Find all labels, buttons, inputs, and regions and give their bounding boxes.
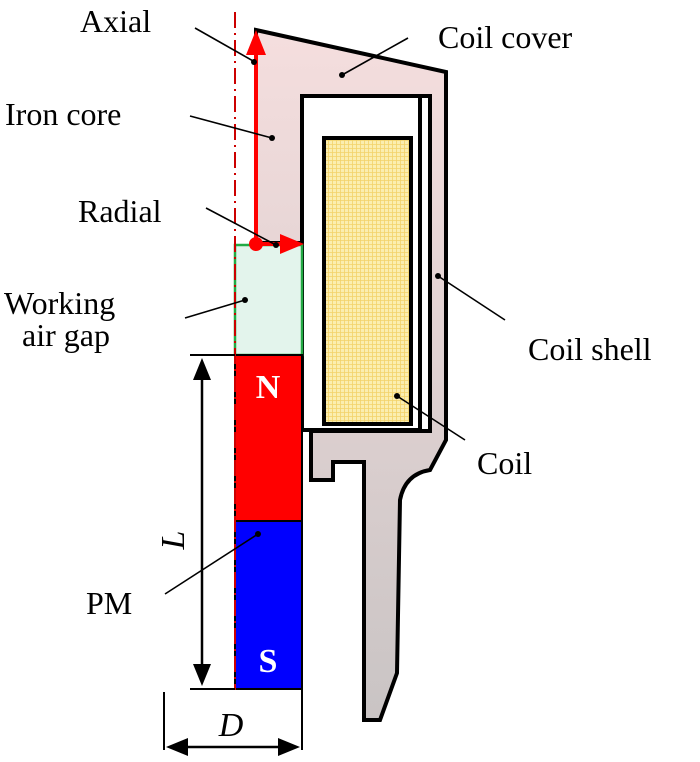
leader-coil: [396, 395, 466, 441]
leader-iron-core: [189, 115, 273, 139]
radial-arrow: [249, 234, 304, 254]
label-coil-cover: Coil cover: [438, 19, 573, 55]
label-working: Working: [4, 285, 115, 321]
leader-dot-coil: [394, 393, 400, 399]
leader-dot-axial: [251, 59, 257, 65]
dimension-d-label: D: [218, 707, 244, 744]
leader-dot-iron-core: [269, 135, 275, 141]
label-coil-shell: Coil shell: [528, 331, 652, 367]
iron-body: [254, 27, 448, 722]
leader-dot-radial: [273, 242, 279, 248]
north-pole-label: N: [256, 369, 281, 406]
pm-north-pole: [234, 354, 303, 522]
leader-coil-shell: [437, 275, 506, 321]
dimension-l-label: L: [155, 531, 192, 551]
leader-dot-coil-shell: [435, 273, 441, 279]
leader-coil-cover: [341, 37, 409, 76]
dimension-l: [190, 354, 235, 690]
leader-axial: [194, 27, 256, 63]
leader-radial: [205, 207, 277, 246]
leader-pm: [164, 533, 259, 595]
axial-arrow: [246, 30, 266, 243]
label-coil: Coil: [477, 445, 532, 481]
leader-dot-coil-cover: [339, 72, 345, 78]
south-pole-label: S: [259, 643, 278, 680]
label-radial: Radial: [78, 193, 162, 229]
label-air-gap: air gap: [22, 317, 110, 353]
label-axial: Axial: [80, 3, 151, 39]
leader-dot-pm: [255, 531, 261, 537]
label-iron-core: Iron core: [5, 96, 121, 132]
dimension-d: [163, 689, 303, 756]
leader-air-gap: [184, 299, 246, 319]
coil: [322, 136, 413, 426]
leader-dot-air-gap: [242, 297, 248, 303]
label-pm: PM: [86, 585, 132, 621]
